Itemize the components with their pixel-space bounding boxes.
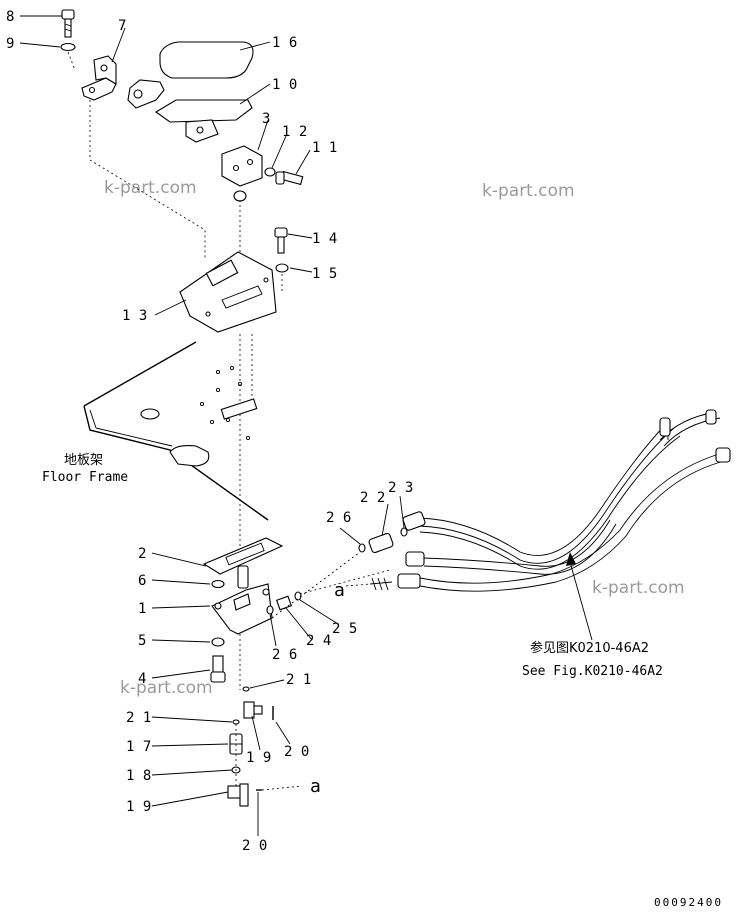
part-label-19: 1 9 <box>126 799 151 815</box>
floor-frame-label-en: Floor Frame <box>42 470 128 485</box>
part-label-2: 2 <box>138 546 146 562</box>
watermark: k-part.com <box>482 181 575 201</box>
o-ring-21-shape <box>232 719 240 725</box>
part-label-26: 2 6 <box>272 647 297 663</box>
elbow-19-shape <box>227 783 249 807</box>
part-label-5: 5 <box>138 633 146 649</box>
part-label-21: 2 1 <box>286 672 311 688</box>
o-ring-21-shape <box>242 686 250 692</box>
o-ring-26-shape <box>358 543 366 553</box>
part-label-17: 1 7 <box>126 739 151 755</box>
part-label-12: 1 2 <box>282 124 307 140</box>
part-label-26: 2 6 <box>326 510 351 526</box>
block-3-shape <box>221 145 263 187</box>
washer-12-shape <box>264 167 276 177</box>
part-label-7: 7 <box>118 18 126 34</box>
part-label-13: 1 3 <box>122 308 147 324</box>
part-label-11: 1 1 <box>312 140 337 156</box>
part-label-16: 1 6 <box>272 35 297 51</box>
bracket-7-shape <box>81 55 117 101</box>
o-ring-25-shape <box>294 591 302 601</box>
part-label-23: 2 3 <box>388 480 413 496</box>
pedal-pad-16-shape <box>159 41 254 79</box>
part-label-21: 2 1 <box>126 710 151 726</box>
part-label-20: 2 0 <box>242 838 267 854</box>
part-label-10: 1 0 <box>272 77 297 93</box>
plate-13-shape <box>179 251 277 333</box>
adapter-22-shape <box>368 532 394 554</box>
gasket-plate-2-shape <box>202 537 284 575</box>
reference-label-en: See Fig.K0210-46A2 <box>522 664 663 679</box>
part-label-3: 3 <box>262 111 270 127</box>
part-label-4: 4 <box>138 671 146 687</box>
leader-lines <box>19 15 405 836</box>
part-label-14: 1 4 <box>312 231 337 247</box>
connection-mark-a: a <box>310 776 321 797</box>
part-label-6: 6 <box>138 573 146 589</box>
document-number: 00092400 <box>654 896 723 909</box>
clevis-bracket-shape <box>127 79 165 109</box>
part-label-24: 2 4 <box>306 633 331 649</box>
part-label-1: 1 <box>138 601 146 617</box>
watermark: k-part.com <box>104 178 197 198</box>
bolt-11-shape <box>275 170 304 186</box>
bolt-14-shape <box>274 227 288 254</box>
reference-arrow <box>569 561 593 641</box>
reference-label-cn: 参见图K0210-46A2 <box>530 640 649 656</box>
floor-frame-shape <box>83 341 269 521</box>
fitting-24-shape <box>275 595 293 611</box>
hose-bundle-shape <box>369 409 731 592</box>
o-ring-26-shape <box>266 605 274 615</box>
part-label-18: 1 8 <box>126 768 151 784</box>
watermark: k-part.com <box>592 578 685 598</box>
connection-mark-a: a <box>334 580 345 601</box>
watermark: k-part.com <box>120 678 213 698</box>
part-label-15: 1 5 <box>312 266 337 282</box>
part-label-25: 2 5 <box>332 621 357 637</box>
arrow-head <box>566 552 576 566</box>
part-label-22: 2 2 <box>360 490 385 506</box>
floor-frame-label-cn: 地板架 <box>64 453 103 468</box>
valve-1-shape <box>211 565 273 635</box>
part-label-9: 9 <box>6 36 14 52</box>
bolt-4-shape <box>210 655 226 683</box>
washer-9-shape <box>60 42 76 52</box>
o-ring-6-shape <box>211 579 225 589</box>
washer-5-shape <box>211 637 225 647</box>
part-label-8: 8 <box>6 9 14 25</box>
elbow-19-shape <box>243 701 263 719</box>
bolt-8-shape <box>61 9 75 38</box>
washer-15-shape <box>275 263 289 273</box>
pedal-10-shape <box>154 99 253 143</box>
nut-shape <box>233 190 247 202</box>
part-label-19: 1 9 <box>246 750 271 766</box>
part-label-20: 2 0 <box>284 744 309 760</box>
